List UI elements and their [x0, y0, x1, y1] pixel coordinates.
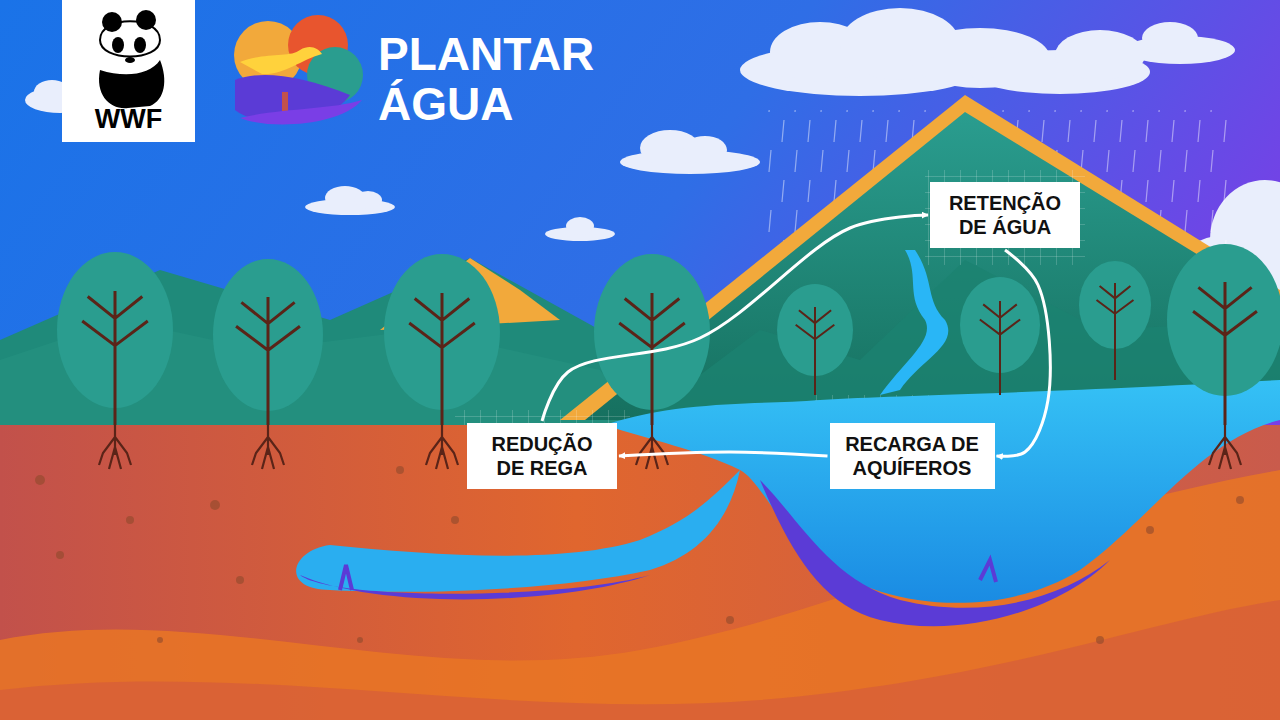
process-box: RECARGA DE AQUÍFEROS — [830, 423, 995, 489]
box-label: RECARGA DE AQUÍFEROS — [840, 432, 985, 480]
process-box: REDUÇÃO DE REGA — [467, 423, 617, 489]
tree — [777, 284, 853, 395]
tree — [960, 277, 1040, 395]
logo-text: WWF — [62, 104, 195, 135]
tree — [57, 252, 173, 469]
tree — [1079, 261, 1151, 380]
box-label: REDUÇÃO DE REGA — [477, 432, 607, 480]
box-label: RETENÇÃO DE ÁGUA — [940, 191, 1070, 239]
process-box: RETENÇÃO DE ÁGUA — [930, 182, 1080, 248]
tree — [213, 259, 323, 469]
cycle-arrow — [619, 452, 828, 456]
title: PLANTAR ÁGUA — [378, 30, 628, 129]
cycle-arrow — [997, 250, 1051, 456]
tree — [1167, 244, 1280, 469]
cycle-arrow — [542, 215, 928, 421]
